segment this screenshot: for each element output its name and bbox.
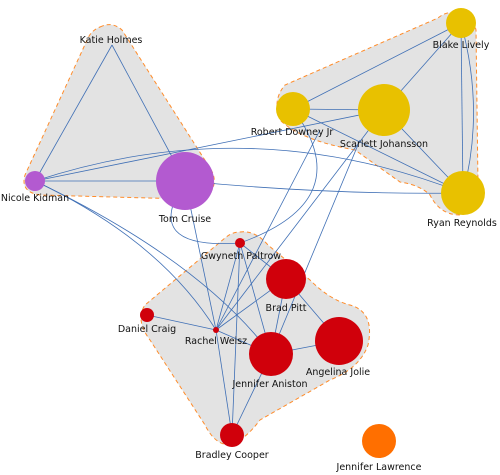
edge-rachel-bradley bbox=[215, 329, 233, 436]
node-jennifer-lawrence[interactable] bbox=[362, 424, 396, 458]
edge-katie-nicole bbox=[34, 44, 113, 182]
label-jennifer-aniston: Jennifer Aniston bbox=[231, 379, 307, 390]
label-ryan-reynolds: Ryan Reynolds bbox=[427, 218, 497, 229]
edge-rdj-blake bbox=[292, 22, 462, 110]
node-scarlett-johansson[interactable] bbox=[358, 84, 410, 136]
node-angelina-jolie[interactable] bbox=[315, 317, 363, 365]
node-jennifer-aniston[interactable] bbox=[249, 332, 293, 376]
edge-gwyneth-rachel bbox=[215, 242, 241, 331]
node-gwyneth-paltrow[interactable] bbox=[235, 238, 245, 248]
node-robert-downey-jr[interactable] bbox=[276, 92, 310, 126]
edge-rdj-rachel bbox=[215, 129, 321, 331]
label-brad-pitt: Brad Pitt bbox=[266, 303, 307, 314]
node-labels: Katie Holmes Nicole Kidman Tom Cruise Bl… bbox=[1, 35, 497, 473]
label-rachel-weisz: Rachel Weisz bbox=[185, 336, 247, 347]
edge-rdj-ryan bbox=[292, 108, 464, 194]
edge-rdj-gwyneth bbox=[239, 108, 318, 244]
label-robert-downey-jr: Robert Downey Jr bbox=[251, 127, 334, 138]
edge-nicole-jennifer-a bbox=[34, 180, 272, 355]
label-scarlett-johansson: Scarlett Johansson bbox=[340, 139, 428, 150]
edge-scarlett-rachel bbox=[215, 109, 385, 331]
edge-tom-ryan bbox=[184, 180, 464, 194]
node-bradley-cooper[interactable] bbox=[220, 423, 244, 447]
label-blake-lively: Blake Lively bbox=[433, 40, 490, 51]
label-nicole-kidman: Nicole Kidman bbox=[1, 193, 69, 204]
label-angelina-jolie: Angelina Jolie bbox=[306, 367, 370, 378]
label-katie-holmes: Katie Holmes bbox=[80, 35, 143, 46]
edge-blake-ryan bbox=[460, 22, 464, 194]
label-bradley-cooper: Bradley Cooper bbox=[195, 450, 269, 461]
edge-daniel-rachel bbox=[146, 314, 217, 331]
nodes bbox=[25, 8, 485, 458]
node-rachel-weisz[interactable] bbox=[213, 327, 219, 333]
label-jennifer-lawrence: Jennifer Lawrence bbox=[336, 462, 422, 473]
label-tom-cruise: Tom Cruise bbox=[158, 214, 211, 225]
node-tom-cruise[interactable] bbox=[156, 152, 214, 210]
edge-nicole-ryan bbox=[34, 147, 464, 194]
node-ryan-reynolds[interactable] bbox=[441, 171, 485, 215]
node-daniel-craig[interactable] bbox=[140, 308, 154, 322]
node-nicole-kidman[interactable] bbox=[25, 171, 45, 191]
node-blake-lively[interactable] bbox=[446, 8, 476, 38]
edge-nicole-scarlett bbox=[34, 109, 385, 182]
label-daniel-craig: Daniel Craig bbox=[118, 324, 176, 335]
edge-scarlett-jennifer-a bbox=[270, 139, 361, 355]
label-gwyneth-paltrow: Gwyneth Paltrow bbox=[201, 251, 281, 262]
node-brad-pitt[interactable] bbox=[266, 259, 306, 299]
